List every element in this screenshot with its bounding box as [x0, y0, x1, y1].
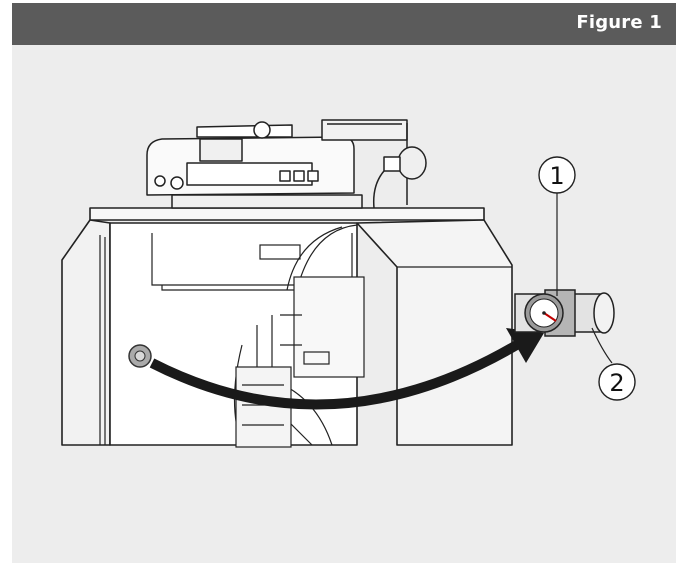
callout-1-label: 1 [549, 162, 564, 190]
figure-title: Figure 1 [576, 12, 662, 33]
callout-2: 2 [598, 363, 636, 401]
front-port-icon [128, 344, 152, 368]
callout-lines [556, 193, 613, 364]
boiler-illustration: 1 2 [61, 119, 636, 448]
thermometer-gauge-icon [524, 293, 564, 333]
callout-1: 1 [538, 156, 576, 194]
callout-2-label: 2 [609, 369, 624, 397]
figure-frame: Figure 1 [12, 3, 676, 563]
internal-components [233, 224, 365, 448]
curved-arrow [149, 328, 544, 410]
figure-header: Figure 1 [12, 3, 676, 45]
burner-unit [146, 119, 427, 209]
